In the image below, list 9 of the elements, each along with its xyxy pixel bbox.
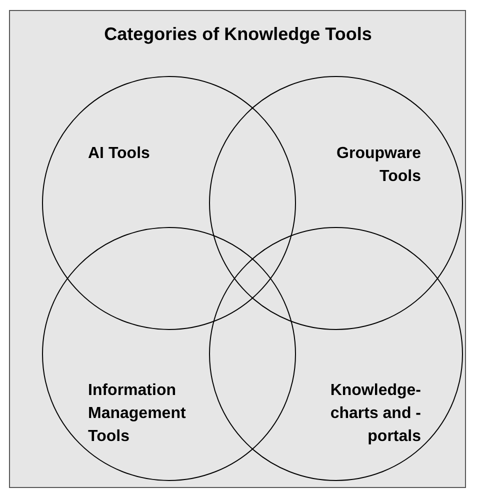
circle-label: Information Management Tools [88, 381, 187, 447]
diagram-title: Categories of Knowledge Tools [103, 23, 373, 46]
circle-label: Groupware Tools [336, 144, 421, 187]
venn-circle [42, 227, 296, 481]
venn-circle [209, 76, 463, 330]
circle-label: AI Tools [88, 144, 151, 164]
venn-circle [42, 76, 296, 330]
venn-circle [209, 227, 463, 481]
circle-label: Knowledge- charts and - portals [329, 381, 421, 447]
